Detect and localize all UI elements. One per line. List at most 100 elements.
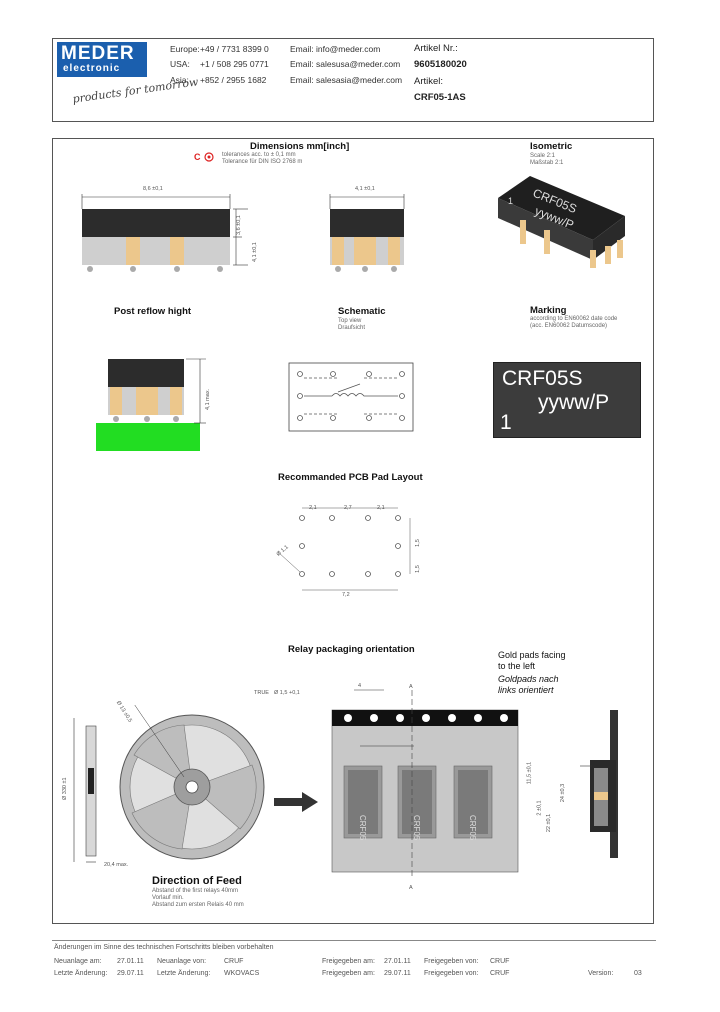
tape-section-view xyxy=(580,710,618,858)
footer-version: 03 xyxy=(634,970,642,977)
footer-r1-e: Freigegeben am: xyxy=(322,958,375,965)
dim-h2: 4,1 ±0,1 xyxy=(252,242,258,262)
logo-text: MEDER xyxy=(61,43,135,64)
post-reflow-drawing xyxy=(96,358,206,451)
pcb-dim-g: 7,2 xyxy=(342,592,350,598)
artikel: CRF05-1AS xyxy=(414,92,466,103)
footer-r2-b: 29.07.11 xyxy=(117,970,144,977)
footer-r1-a: Neuanlage am: xyxy=(54,958,102,965)
iso-pin: 1 xyxy=(508,196,513,206)
footer-r2-d: WKOVACS xyxy=(224,970,260,977)
reel-width: 20,4 max. xyxy=(104,862,129,868)
contact-email-asia: Email: salesasia@meder.com xyxy=(290,75,403,85)
svg-text:C: C xyxy=(194,152,201,162)
schematic-diagram xyxy=(288,362,414,432)
reel-front-view xyxy=(119,705,265,860)
post-reflow-title: Post reflow hight xyxy=(114,306,192,317)
dim-width: 4,1 ±0,1 xyxy=(355,186,375,192)
footer-r1-d: CRUF xyxy=(224,958,244,965)
tape-pitch: 4 xyxy=(358,683,362,689)
dim-h1: 3,6 ±0,1 xyxy=(236,215,242,235)
contact-region-europe: Europe: xyxy=(170,44,200,54)
footer-r1-f: 27.01.11 xyxy=(384,958,411,965)
contact-phone-europe: +49 / 7731 8399 0 xyxy=(200,44,269,54)
direction-note1: Abstand of the first relays 40mm xyxy=(152,888,239,894)
tape-dim-22: 22 ±0,1 xyxy=(546,813,553,833)
footer-r1-h: CRUF xyxy=(490,958,510,965)
schematic-note1: Top view xyxy=(338,318,362,324)
footer-r2-g: Freigegeben von: xyxy=(424,970,479,977)
footer-r2-e: Freigegeben am: xyxy=(322,970,375,977)
isometric-note2: Maßstab 2:1 xyxy=(530,160,564,166)
pcb-dim-b: 2,7 xyxy=(344,505,352,511)
pcb-pad-layout xyxy=(277,507,411,591)
contact-email-europe: Email: info@meder.com xyxy=(290,44,381,54)
tape-label-2: CRF05 xyxy=(412,815,421,841)
dimensions-note2: Tolerance für DIN ISO 2768 m xyxy=(222,159,303,165)
schematic-note2: Draufsicht xyxy=(338,325,366,331)
direction-note2: Vorlauf min. xyxy=(152,895,184,901)
footer-change-note: Änderungen im Sinne des technischen Fort… xyxy=(54,944,274,951)
pcb-layout-title: Recommanded PCB Pad Layout xyxy=(278,472,423,483)
contact-phone-usa: +1 / 508 295 0771 xyxy=(200,59,269,69)
reel-diameter: Ø 330 ±1 xyxy=(62,777,68,800)
ce-compliance-icon: C xyxy=(194,152,214,162)
tape-label-3: CRF05 xyxy=(468,815,477,841)
footer-r1-g: Freigegeben von: xyxy=(424,958,479,965)
tape-hole-dim: Ø 1,5 +0,1 xyxy=(274,690,300,696)
marking-line1: CRF05S xyxy=(502,367,583,390)
footer-divider xyxy=(52,940,656,941)
tape-dim-24: 24 ±0,3 xyxy=(560,783,567,803)
pcb-dim-a: 2,1 xyxy=(309,505,317,511)
artikel-nr: 9605180020 xyxy=(414,59,467,70)
tape-section-a-top: A xyxy=(409,684,413,690)
gold-note3: Goldpads nach xyxy=(498,674,559,684)
contact-phone-asia: +852 / 2955 1682 xyxy=(200,75,267,85)
tape-section-a-bottom: A xyxy=(409,885,413,891)
footer-version-label: Version: xyxy=(588,970,614,977)
dim-length: 8,6 ±0,1 xyxy=(143,186,163,192)
isometric-title: Isometric xyxy=(530,141,573,152)
tape-label-1: CRF05 xyxy=(358,815,367,841)
header-frame xyxy=(52,38,654,122)
gold-note2: to the left xyxy=(498,661,536,671)
footer-r2-f: 29.07.11 xyxy=(384,970,411,977)
gold-note4: links orientiert xyxy=(498,685,554,695)
tape-dim-2: 2 ±0,1 xyxy=(536,800,543,816)
marking-line2: yyww/P xyxy=(538,391,610,414)
pcb-dim-c: 2,1 xyxy=(377,505,385,511)
dimensions-note1: tolerances acc. to ± 0,1 mm xyxy=(222,152,296,158)
artikel-label: Artikel: xyxy=(414,76,444,87)
contact-region-usa: USA: xyxy=(170,59,190,69)
feed-arrow-icon xyxy=(274,792,318,812)
packaging-title: Relay packaging orientation xyxy=(288,644,415,655)
contact-region-asia: Asia: xyxy=(170,75,189,85)
logo-subtext: electronic xyxy=(63,63,121,74)
side-view-drawing xyxy=(81,194,248,272)
footer-r1-b: 27.01.11 xyxy=(117,958,144,965)
dimensions-title: Dimensions mm[inch] xyxy=(250,141,350,152)
marking-line3: 1 xyxy=(500,411,512,434)
isometric-view: CRF05S yyww/P 1 xyxy=(498,176,625,268)
direction-title: Direction of Feed xyxy=(152,875,242,887)
pcb-dim-e: 1,5 xyxy=(414,539,421,547)
marking-label: CRF05S yyww/P 1 xyxy=(493,362,641,438)
carrier-tape: CRF05 CRF05 CRF05 xyxy=(331,689,519,876)
isometric-note1: Scale 2:1 xyxy=(530,153,556,159)
end-view-drawing xyxy=(329,194,405,272)
dim-post: 4,1 max. xyxy=(205,388,211,410)
footer-r2-a: Letzte Änderung: xyxy=(54,970,108,977)
tape-dim-11: 11,5 ±0,1 xyxy=(526,761,533,785)
artikel-nr-label: Artikel Nr.: xyxy=(414,43,458,54)
reel-side-view xyxy=(73,718,97,863)
gold-note1: Gold pads facing xyxy=(498,650,566,660)
tape-true: TRUE xyxy=(254,690,269,696)
marking-note1: according to EN60062 date code xyxy=(530,316,618,322)
footer-r1-c: Neuanlage von: xyxy=(157,958,207,965)
contact-email-usa: Email: salesusa@meder.com xyxy=(290,59,401,69)
marking-title: Marking xyxy=(530,305,567,316)
schematic-title: Schematic xyxy=(338,306,386,317)
marking-note2: (acc. EN60062 Datumscode) xyxy=(530,323,608,329)
footer-r2-c: Letzte Änderung: xyxy=(157,970,211,977)
meder-logo: MEDER electronic xyxy=(57,42,147,77)
